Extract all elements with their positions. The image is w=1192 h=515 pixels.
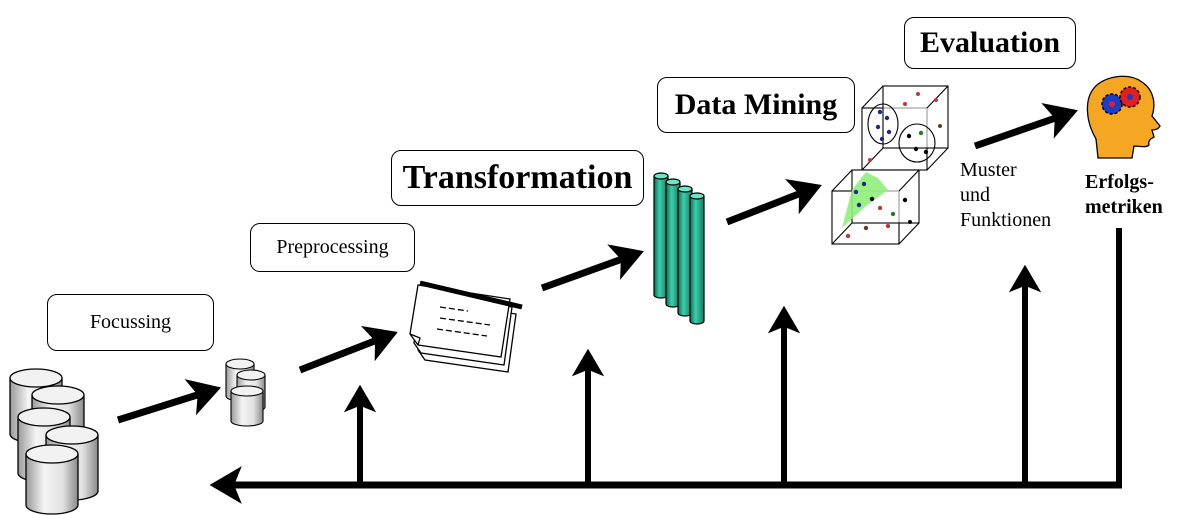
database-stack-icon xyxy=(9,368,99,515)
patterns-label-line2: und xyxy=(960,184,990,206)
stage-focussing-label: Focussing xyxy=(89,311,172,333)
patterns-label: Muster und Funktionen xyxy=(960,158,1051,233)
arrow-focussing-to-preprocessing xyxy=(116,379,222,424)
stage-evaluation: Evaluation xyxy=(904,17,1076,69)
arrow-mining-to-patterns xyxy=(725,179,822,226)
stage-data-mining: Data Mining xyxy=(657,77,855,133)
stage-data-mining-label: Data Mining xyxy=(674,88,838,121)
patterns-label-line3: Funktionen xyxy=(960,209,1052,231)
small-database-icon xyxy=(225,358,266,427)
head-gears-icon xyxy=(1086,75,1161,159)
metrics-label: Erfolgs- metriken xyxy=(1085,170,1163,220)
arrow-transformation-to-mining xyxy=(540,244,644,292)
arrow-preprocessing-to-transformation xyxy=(298,326,398,374)
patterns-label-line1: Muster xyxy=(960,159,1017,181)
stage-transformation-label: Transformation xyxy=(402,159,633,196)
teal-cylinders-icon xyxy=(653,172,705,325)
arrow-patterns-to-knowledge xyxy=(973,102,1078,150)
stage-transformation: Transformation xyxy=(391,150,644,206)
stage-preprocessing-label: Preprocessing xyxy=(276,236,389,258)
stage-preprocessing: Preprocessing xyxy=(250,223,415,272)
metrics-label-line2: metriken xyxy=(1085,196,1163,218)
gear-red xyxy=(1119,86,1141,108)
gear-blue xyxy=(1101,93,1123,115)
scatter-cube-icon xyxy=(831,85,949,245)
stage-evaluation-label: Evaluation xyxy=(919,26,1061,59)
stage-focussing: Focussing xyxy=(47,294,214,351)
document-stack-icon xyxy=(409,280,523,373)
metrics-label-line1: Erfolgs- xyxy=(1085,171,1154,193)
